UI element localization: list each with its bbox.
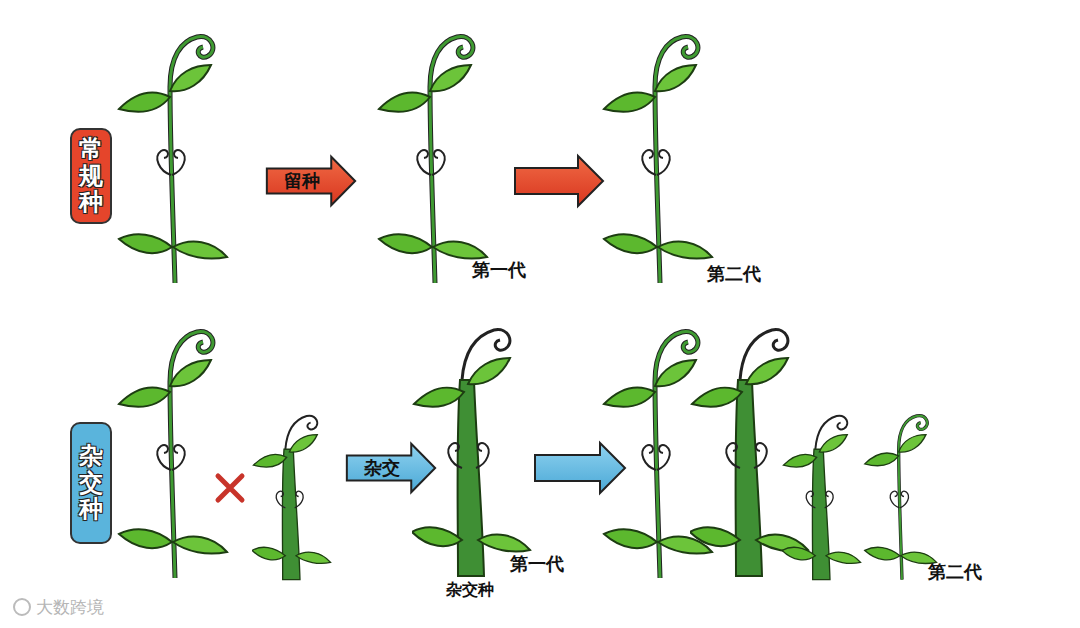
generation-label: 第一代 [510, 552, 564, 576]
generation-label: 第二代 [928, 560, 982, 584]
plant [379, 37, 487, 283]
arrow [515, 156, 603, 206]
generation-label: 第一代 [472, 258, 526, 282]
category-label: 杂交种 [70, 422, 112, 544]
watermark-logo [14, 599, 30, 615]
plant [604, 37, 712, 283]
label-text: 杂交种 [79, 443, 103, 522]
category-label: 常规种 [70, 128, 112, 224]
arrow-label: 留种 [265, 154, 357, 208]
plant [252, 416, 331, 580]
arrow [535, 443, 625, 493]
plant [782, 416, 861, 580]
plant [119, 37, 227, 283]
cross-symbol [218, 476, 242, 500]
label-text: 常规种 [79, 136, 103, 215]
generation-label: 杂交种 [446, 580, 494, 601]
plant [412, 330, 530, 576]
label-text: 留种 [284, 169, 338, 193]
plant [119, 332, 227, 578]
arrow-label: 杂交 [345, 441, 437, 495]
plant [604, 332, 712, 578]
generation-label: 第二代 [707, 262, 761, 286]
label-text: 杂交 [364, 456, 418, 480]
plant [690, 330, 808, 576]
watermark: 大数跨境 [36, 596, 104, 619]
plant [865, 416, 937, 580]
